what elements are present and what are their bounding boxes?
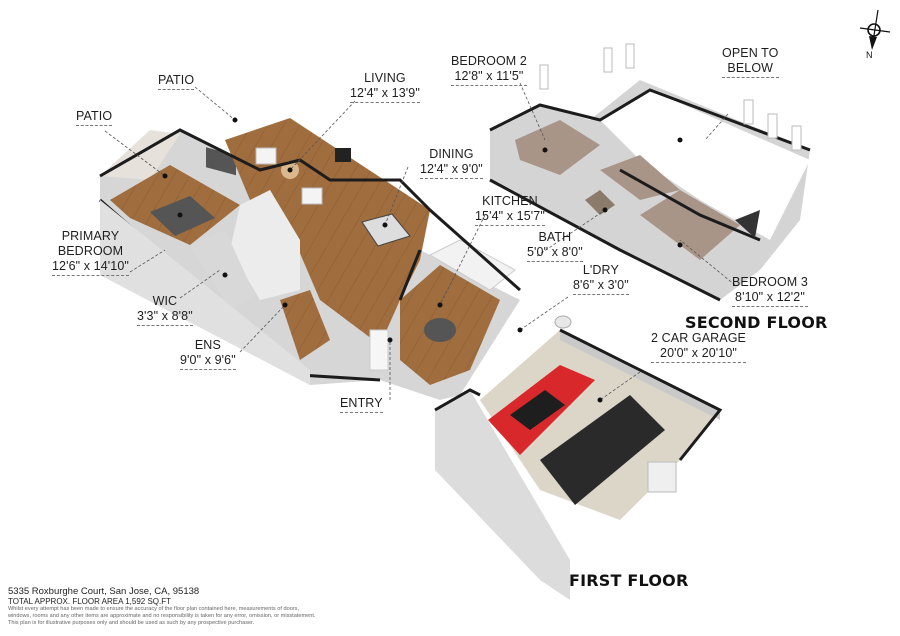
room-label-dining: DINING 12'4" x 9'0" (420, 147, 483, 179)
disclaimer-line: windows, rooms and any other items are a… (8, 613, 316, 619)
room-label-bath: BATH 5'0" x 8'0" (527, 230, 583, 262)
black-suv (540, 395, 665, 505)
window (767, 113, 778, 139)
entry-door (369, 329, 389, 371)
garage-door (647, 461, 677, 493)
leader-lines (104, 82, 736, 401)
room-label-primary-bedroom: PRIMARY BEDROOM 12'6" x 14'10" (52, 229, 129, 276)
garage-wall-tops (434, 388, 481, 412)
red-car-roof (510, 390, 565, 430)
kitchen-table (424, 318, 456, 342)
kitchen-counter (428, 239, 516, 291)
first-floor-title: FIRST FLOOR (569, 571, 689, 590)
room-label-wic: WIC 3'3" x 8'8" (137, 294, 193, 326)
room-label-patio-upper: PATIO (158, 73, 195, 90)
window (625, 43, 635, 69)
window (743, 99, 754, 125)
bedroom-2-floor (515, 120, 600, 175)
footer: 5335 Roxburghe Court, San Jose, CA, 9513… (8, 586, 315, 627)
room-label-ens: ENS 9'0" x 9'6" (180, 338, 236, 370)
room-marker-dots (162, 117, 683, 403)
room-label-garage: 2 CAR GARAGE 20'0" x 20'10" (651, 331, 746, 363)
living-dining-floor (225, 118, 430, 345)
garage-wall-tops (559, 328, 723, 461)
wic-closet (190, 230, 255, 310)
wall-tops (99, 128, 521, 292)
property-address: 5335 Roxburghe Court, San Jose, CA, 9513… (8, 586, 200, 597)
primary-bed (150, 196, 215, 236)
second-floor-title: SECOND FLOOR (685, 313, 828, 332)
north-arrow-compass-icon (859, 9, 891, 50)
bedroom-3-floor (640, 190, 740, 260)
total-floor-area: TOTAL APPROX. FLOOR AREA 1,592 SQ.FT (8, 597, 172, 606)
second-floor-wall-tops (619, 168, 761, 242)
disclaimer-line: This plan is for illustrative purposes o… (8, 620, 255, 626)
second-floor-wall-tops (489, 178, 721, 302)
hallway-floor (600, 155, 680, 200)
interior-walls (230, 190, 300, 300)
wall-tops (398, 249, 422, 301)
room-label-patio-left: PATIO (76, 109, 113, 126)
room-label-laundry: L'DRY 8'6" x 3'0" (573, 263, 629, 295)
room-label-entry: ENTRY (340, 396, 383, 413)
window (603, 47, 613, 73)
garage-back-wall (560, 330, 720, 420)
room-label-living: LIVING 12'4" x 13'9" (350, 71, 420, 103)
garage-left-wall (435, 390, 570, 600)
garage-plan (434, 315, 723, 600)
second-floor-wall-tops (489, 88, 811, 152)
window (539, 64, 549, 90)
disclaimer-line: Whilst every attempt has been made to en… (8, 606, 300, 612)
water-heater (554, 315, 572, 329)
window (791, 125, 802, 151)
open-to-below-area (600, 90, 810, 240)
first-floor-plan (99, 118, 521, 400)
bath-floor (585, 190, 615, 215)
dining-table (361, 213, 411, 247)
compass-north-label: N (866, 50, 873, 60)
room-label-bedroom-2: BEDROOM 2 12'8" x 11'5" (451, 54, 527, 86)
living-chair (255, 147, 277, 165)
room-label-kitchen: KITCHEN 15'4" x 15'7" (475, 194, 545, 226)
stair-void (735, 210, 760, 238)
room-label-bedroom-3: BEDROOM 3 8'10" x 12'2" (732, 275, 808, 307)
room-label-open-to-below: OPEN TO BELOW (722, 46, 779, 78)
ens-floor (280, 290, 330, 360)
first-floor-front-wall (100, 200, 310, 385)
fireplace (335, 148, 351, 162)
second-floor-plan (489, 43, 811, 302)
living-chair (301, 187, 323, 205)
